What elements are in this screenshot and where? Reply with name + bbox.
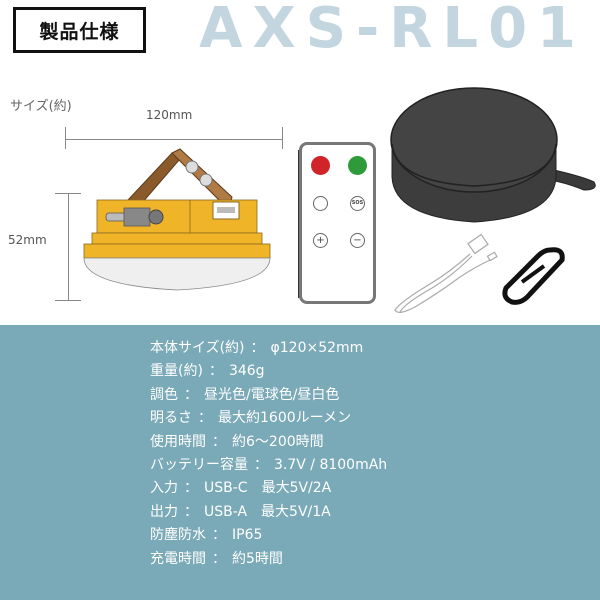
spec-label: 本体サイズ(約) (150, 340, 245, 356)
remote-green-button (348, 156, 367, 175)
spec-panel: 本体サイズ(約) ： φ120×52mm 重量(約) ： 346g 調色 ： 昼光色/電球色… (0, 325, 600, 600)
spec-label: 出力 (150, 503, 178, 520)
usb-cable-illustration (394, 233, 498, 313)
width-dimension-tick-left (65, 127, 66, 149)
spec-value: 最大約1600ルーメン (218, 410, 352, 427)
spec-separator: ： (184, 480, 198, 497)
spec-label: バッテリー容量 (150, 456, 248, 473)
spec-separator: ： (198, 410, 212, 427)
spec-value: φ120×52mm (270, 340, 364, 356)
spec-value: 3.7V / 8100mAh (274, 456, 388, 473)
spec-item-color-temp: 調色 ： 昼光色/電球色/昼白色 (150, 384, 387, 407)
remote-plus-button: + (313, 233, 328, 248)
spec-label: 明るさ (150, 410, 192, 427)
spec-value: IP65 (232, 527, 263, 544)
height-dimension-label: 52mm (8, 233, 47, 247)
lantern-illustration (83, 148, 271, 291)
spec-label: 重量(約) (150, 363, 203, 380)
model-number: AXS-RL01 (199, 0, 586, 61)
spec-value: USB-C 最大5V/2A (204, 480, 332, 497)
spec-item-brightness: 明るさ ： 最大約1600ルーメン (150, 407, 387, 430)
spec-separator: ： (212, 527, 226, 544)
spec-label: 入力 (150, 480, 178, 497)
spec-item-size: 本体サイズ(約) ： φ120×52mm (150, 337, 387, 360)
width-dimension-tick-right (282, 127, 283, 149)
carrying-case-illustration (390, 87, 596, 223)
height-dimension-line (68, 193, 69, 301)
spec-item-runtime: 使用時間 ： 約6〜200時間 (150, 431, 387, 454)
spec-label: 充電時間 (150, 550, 206, 567)
carabiner-illustration (502, 247, 565, 305)
remote-sos-button: SOS (350, 196, 365, 211)
spec-list: 本体サイズ(約) ： φ120×52mm 重量(約) ： 346g 調色 ： 昼光色/電球色… (150, 337, 387, 571)
spec-separator: ： (254, 456, 268, 473)
spec-separator: ： (184, 503, 198, 520)
spec-separator: ： (184, 386, 198, 403)
height-dimension-tick-top (55, 193, 81, 194)
spec-item-battery: バッテリー容量 ： 3.7V / 8100mAh (150, 454, 387, 477)
spec-item-input: 入力 ： USB-C 最大5V/2A (150, 477, 387, 500)
spec-label: 調色 (150, 386, 178, 403)
width-dimension-line (66, 139, 283, 140)
spec-value: 昼光色/電球色/昼白色 (204, 386, 340, 403)
spec-value: USB-A 最大5V/1A (204, 503, 331, 520)
spec-value: 約5時間 (232, 550, 283, 567)
section-title-box: 製品仕様 (13, 7, 146, 53)
remote-mode-button (313, 196, 328, 211)
product-illustration-area: 製品仕様 AXS-RL01 サイズ(約) 120mm 52mm (8, 0, 596, 313)
spec-separator: ： (212, 433, 226, 450)
spec-item-charge-time: 充電時間 ： 約5時間 (150, 548, 387, 571)
spec-separator: ： (212, 550, 226, 567)
spec-separator: ： (208, 363, 223, 380)
section-title: 製品仕様 (39, 20, 120, 43)
spec-item-output: 出力 ： USB-A 最大5V/1A (150, 501, 387, 524)
spec-label: 防塵防水 (150, 527, 206, 544)
spec-separator: ： (250, 340, 265, 356)
remote-minus-button: − (350, 233, 365, 248)
spec-value: 346g (228, 363, 265, 380)
size-label: サイズ(約) (10, 99, 72, 114)
remote-control-illustration: SOS + − (299, 142, 376, 304)
width-dimension-label: 120mm (146, 108, 193, 122)
spec-value: 約6〜200時間 (232, 433, 324, 450)
spec-item-weight: 重量(約) ： 346g (150, 360, 387, 383)
spec-label: 使用時間 (150, 433, 206, 450)
remote-red-button (311, 156, 330, 175)
spec-item-waterproof: 防塵防水 ： IP65 (150, 524, 387, 547)
height-dimension-tick-bottom (55, 300, 81, 301)
